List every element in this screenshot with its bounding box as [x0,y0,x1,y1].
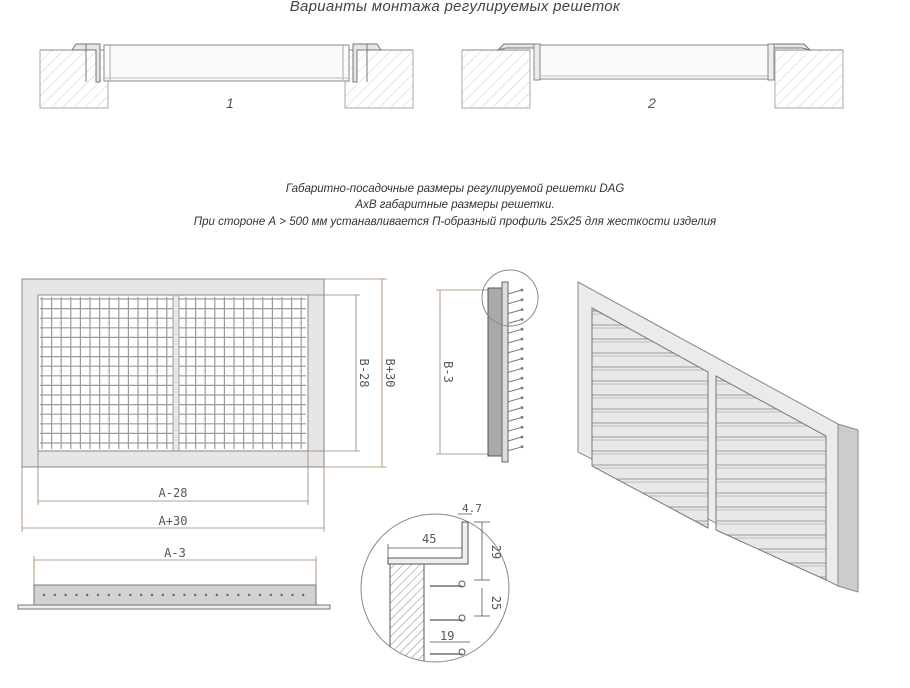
caption-line-3: При стороне А > 500 мм устанавливается П… [193,216,717,228]
side-view [436,269,539,463]
caption-line-1: Габаритно-посадочные размеры регулируемо… [285,183,625,195]
detail-view [360,513,510,663]
front-dimensions [21,278,387,532]
dim-25: 25 [489,596,503,610]
dim-4-7: 4.7 [462,502,482,515]
dim-29: 29 [489,545,503,559]
side-fins [507,288,524,452]
dim-b-minus-3: B-3 [441,361,455,383]
dim-a-minus-3: A-3 [164,546,186,560]
mounting-variant-2 [461,43,844,109]
dim-b-minus-28: B-28 [357,359,371,388]
bottom-view [17,556,331,610]
bottom-dots [42,593,305,597]
variant-1-label: 1 [226,95,234,111]
dim-b-plus-30: B+30 [383,359,397,388]
dim-45: 45 [422,532,436,546]
front-view [21,278,325,468]
dim-19: 19 [440,629,454,643]
dim-a-plus-30: A+30 [159,514,188,528]
variant-2-label: 2 [647,95,656,111]
caption-line-2: AxB габаритные размеры решетки. [355,199,555,211]
mounting-variant-1 [39,43,414,109]
dim-a-minus-28: A-28 [159,486,188,500]
page-title: Варианты монтажа регулируемых решеток [289,0,621,15]
front-grid [40,297,306,449]
isometric-view [577,281,859,593]
